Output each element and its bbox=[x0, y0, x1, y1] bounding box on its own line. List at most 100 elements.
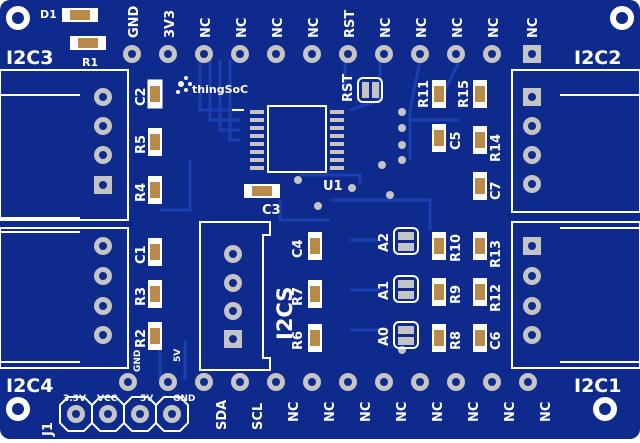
bottom-pin-label: NC bbox=[323, 402, 338, 422]
top-pin-label: NC bbox=[526, 18, 541, 38]
bottom-header-labels: SDA SCL NC NC NC NC NC NC NC NC bbox=[215, 400, 554, 430]
component-designators: C2 R5 R4 C1 R3 R2 C4 R7 R6 R11 C5 R10 R9… bbox=[134, 74, 504, 350]
power-pin-label: VCC bbox=[97, 394, 118, 404]
designator-a0: A0 bbox=[377, 327, 392, 346]
designator-c2: C2 bbox=[134, 87, 149, 106]
designator-c6: C6 bbox=[489, 331, 504, 350]
top-pin-label: NC bbox=[451, 18, 466, 38]
designator-r12: R12 bbox=[489, 284, 504, 312]
left-pin-label-gnd: GND bbox=[133, 350, 143, 372]
designator-r10: R10 bbox=[449, 234, 464, 262]
designator-r6: R6 bbox=[291, 331, 306, 350]
designator-r8: R8 bbox=[449, 331, 464, 350]
left-pin-label-5v: 5V bbox=[173, 349, 183, 362]
passive-c2 bbox=[147, 79, 163, 109]
bottom-pin-label: NC bbox=[539, 402, 554, 422]
designator-r14: R14 bbox=[489, 134, 504, 162]
bottom-pin-label: NC bbox=[287, 402, 302, 422]
bottom-pin-label: NC bbox=[359, 402, 374, 422]
designator-u1: U1 bbox=[323, 179, 343, 194]
label-i2c4: I2C4 bbox=[6, 375, 53, 397]
mounting-holes bbox=[6, 6, 634, 421]
designator-d1: D1 bbox=[40, 8, 57, 21]
passive-r7 bbox=[308, 280, 322, 308]
passive-r4 bbox=[148, 176, 162, 204]
address-jumpers bbox=[393, 227, 419, 349]
top-pin-label: RST bbox=[343, 10, 358, 38]
top-pin-label: GND bbox=[127, 5, 142, 38]
top-pin-label: 3V3 bbox=[163, 10, 178, 38]
connector-pins bbox=[94, 88, 541, 348]
top-pin-label: NC bbox=[379, 18, 394, 38]
top-pin-label: NC bbox=[271, 18, 286, 38]
passive-r3 bbox=[148, 280, 162, 308]
passive-c7 bbox=[473, 172, 487, 200]
top-pin-label: NC bbox=[415, 18, 430, 38]
bottom-pin-label: SCL bbox=[251, 403, 266, 430]
designator-c5: C5 bbox=[449, 131, 464, 150]
passive-d1 bbox=[62, 8, 98, 22]
thingsoc-logo-icon bbox=[176, 76, 192, 94]
designator-r13: R13 bbox=[489, 240, 504, 268]
designator-rst: RST bbox=[341, 74, 356, 102]
passive-r2 bbox=[148, 322, 162, 350]
bottom-pin-label: NC bbox=[431, 402, 446, 422]
power-pin-label: 5V bbox=[140, 394, 153, 404]
label-j1: J1 bbox=[41, 422, 56, 437]
passive-r15 bbox=[473, 80, 487, 108]
designator-r5: R5 bbox=[134, 135, 149, 154]
passive-c5 bbox=[432, 124, 446, 152]
connector-housings bbox=[0, 69, 640, 371]
designator-r3: R3 bbox=[134, 287, 149, 306]
top-pin-label: NC bbox=[199, 18, 214, 38]
passive-c3 bbox=[244, 184, 280, 198]
designator-c3: C3 bbox=[262, 203, 281, 218]
designator-a1: A1 bbox=[377, 281, 392, 300]
designator-c4: C4 bbox=[291, 239, 306, 258]
passive-r6 bbox=[308, 324, 322, 352]
bottom-pin-label: NC bbox=[395, 402, 410, 422]
top-header-pins bbox=[123, 45, 541, 63]
passive-r11 bbox=[432, 80, 446, 108]
bottom-pin-label: SDA bbox=[215, 400, 230, 430]
label-i2c1: I2C1 bbox=[574, 375, 621, 397]
designator-r7: R7 bbox=[291, 287, 306, 306]
label-i2c2: I2C2 bbox=[574, 47, 621, 69]
designator-r4: R4 bbox=[134, 183, 149, 202]
passive-r8 bbox=[432, 324, 446, 352]
j1-power-header bbox=[59, 396, 189, 432]
passive-r1 bbox=[70, 36, 106, 50]
smd-passives bbox=[62, 8, 487, 352]
top-pin-label: NC bbox=[235, 18, 250, 38]
logo-text: thingSoC bbox=[192, 83, 248, 96]
power-pin-label: GND bbox=[173, 394, 195, 404]
u1-chip bbox=[232, 105, 344, 173]
designator-c1: C1 bbox=[134, 245, 149, 264]
designator-a2: A2 bbox=[377, 233, 392, 252]
designator-r11: R11 bbox=[417, 80, 432, 108]
top-pin-label: NC bbox=[487, 18, 502, 38]
passive-r14 bbox=[473, 126, 487, 154]
passive-r12 bbox=[473, 278, 487, 306]
power-pin-label: 3.3V bbox=[63, 394, 86, 404]
designator-r1: R1 bbox=[82, 56, 98, 69]
designator-r15: R15 bbox=[457, 80, 472, 108]
passive-r10 bbox=[432, 232, 446, 260]
label-i2cs: I2CS bbox=[273, 287, 297, 340]
passive-c1 bbox=[148, 238, 162, 266]
designator-r2: R2 bbox=[134, 329, 149, 348]
i2cs-housing bbox=[199, 221, 271, 371]
i2c3-housing bbox=[0, 69, 129, 221]
passive-r13 bbox=[473, 232, 487, 260]
top-header-labels: GND 3V3 NC NC NC NC RST NC NC NC NC NC bbox=[127, 5, 541, 38]
label-i2c3: I2C3 bbox=[6, 47, 53, 69]
i2c1-housing bbox=[511, 221, 640, 369]
passive-c6 bbox=[473, 324, 487, 352]
bottom-pin-label: NC bbox=[467, 402, 482, 422]
designator-c7: C7 bbox=[489, 181, 504, 200]
i2c4-housing bbox=[0, 227, 129, 369]
top-pin-label: NC bbox=[307, 18, 322, 38]
rst-jumper bbox=[357, 77, 383, 103]
